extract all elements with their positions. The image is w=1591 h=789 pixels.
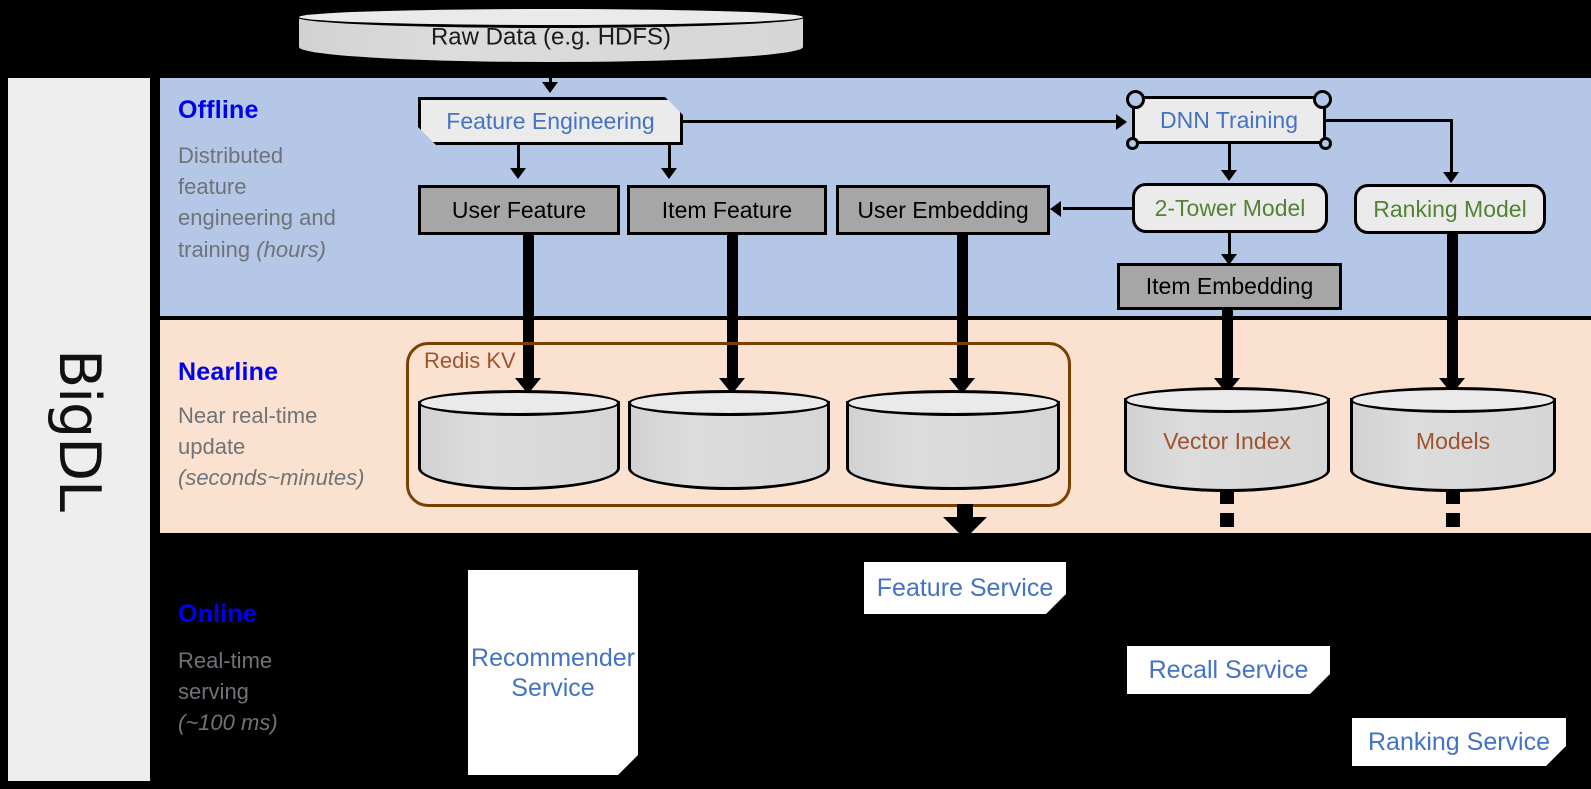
node-2-tower-model[interactable]: 2-Tower Model [1132, 183, 1328, 233]
edge-2tower-to-user-embedding [1063, 207, 1132, 210]
offline-desc-line2: feature [178, 174, 247, 200]
arrowhead-redis-to-feature-service [943, 517, 987, 539]
redis-kv-container [406, 342, 1071, 507]
band-offline-title: Offline [178, 96, 259, 124]
node-recommender-service[interactable]: Recommender Service [468, 570, 638, 775]
vector-index-label: Vector Index [1163, 427, 1291, 454]
node-ranking-model[interactable]: Ranking Model [1354, 184, 1546, 234]
recommender-service-line2: Service [511, 673, 595, 702]
offline-desc-line1: Distributed [178, 143, 284, 168]
online-desc-line1: Real-time [178, 648, 273, 673]
raw-data-label: Raw Data (e.g. HDFS) [430, 22, 672, 50]
platform-sidebar: BigDL [8, 78, 150, 781]
nearline-desc-line2: update [178, 434, 246, 460]
node-item-embedding[interactable]: Item Embedding [1117, 263, 1342, 310]
cylinder-body [1350, 398, 1556, 492]
band-online-title: Online [178, 600, 257, 628]
datastore-item-feature[interactable] [628, 390, 830, 490]
recommender-service-line1: Recommender [471, 643, 635, 672]
edge-dnn-to-ranking-h [1326, 119, 1453, 122]
models-label: Models [1415, 427, 1491, 454]
platform-name-label: BigDL [46, 348, 112, 511]
connector-vector-index-dash-1 [1220, 490, 1234, 504]
connector-redis-to-feature-service [957, 504, 973, 518]
cylinder-top [296, 6, 806, 28]
band-offline-description: Distributed feature engineering and trai… [178, 140, 413, 265]
connector-vector-index-dash-2 [1220, 513, 1234, 527]
2-tower-model-label: 2-Tower Model [1154, 194, 1306, 221]
raw-data-datastore: Raw Data (e.g. HDFS) [296, 6, 806, 65]
arrowhead-fe-to-user-feature [510, 168, 526, 179]
node-ranking-service[interactable]: Ranking Service [1352, 718, 1566, 766]
offline-desc-emphasis: (hours) [256, 236, 326, 262]
offline-desc-line3: engineering and [178, 205, 336, 231]
connector-models-dash-2 [1446, 513, 1460, 527]
arrowhead-rawdata-to-fe [542, 82, 558, 93]
edge-rawdata-to-fe [549, 64, 552, 86]
arrowhead-fe-to-item-feature [661, 168, 677, 179]
band-online-description: Real-time serving (~100 ms) [178, 645, 413, 739]
node-dnn-training[interactable]: DNN Training [1126, 90, 1332, 150]
node-user-feature[interactable]: User Feature [418, 185, 620, 235]
datastore-user-feature[interactable] [418, 390, 620, 490]
band-nearline-title: Nearline [178, 358, 279, 386]
item-embedding-label: Item Embedding [1145, 273, 1314, 299]
node-feature-service[interactable]: Feature Service [864, 562, 1066, 614]
cylinder-top [418, 390, 620, 416]
node-user-embedding[interactable]: User Embedding [836, 185, 1050, 235]
arrowhead-dnn-to-ranking [1443, 172, 1459, 183]
recommender-service-label: Recommender Service [471, 643, 635, 703]
cylinder-top [1124, 387, 1330, 413]
arrowhead-dnn-to-2tower [1221, 170, 1237, 181]
ranking-service-label: Ranking Service [1367, 728, 1551, 756]
edge-dnn-to-2tower [1228, 144, 1231, 172]
feature-service-label: Feature Service [876, 574, 1054, 602]
online-desc-line2: serving [178, 679, 249, 705]
arrowhead-2tower-to-user-embedding [1050, 201, 1061, 217]
edge-fe-to-item-feature [668, 145, 671, 171]
pipe-item-feature-to-store2 [727, 235, 738, 383]
nearline-desc-emphasis: (seconds~minutes) [178, 465, 365, 491]
online-desc-emphasis: (~100 ms) [178, 710, 278, 736]
pipe-item-embedding-to-vector-index [1222, 310, 1233, 382]
pipe-ranking-model-to-models [1447, 234, 1458, 382]
pipe-user-feature-to-store1 [523, 235, 534, 383]
datastore-models[interactable]: Models [1350, 387, 1556, 492]
nearline-desc-line1: Near real-time [178, 403, 318, 428]
arrowhead-fe-to-dnn [1116, 114, 1127, 130]
pipe-user-embedding-to-store3 [957, 235, 968, 383]
offline-desc-line4: training [178, 236, 251, 262]
cylinder-top [846, 390, 1060, 416]
edge-dnn-to-ranking-v [1450, 119, 1453, 174]
cylinder-top [1350, 387, 1556, 413]
node-item-feature[interactable]: Item Feature [627, 185, 827, 235]
recall-service-label: Recall Service [1148, 656, 1309, 684]
edge-fe-to-user-feature [517, 145, 520, 171]
user-embedding-label: User Embedding [857, 196, 1029, 223]
edge-2tower-to-item-embedding [1228, 233, 1231, 257]
item-feature-label: Item Feature [661, 196, 793, 223]
user-feature-label: User Feature [451, 196, 587, 223]
band-nearline-description: Near real-time update (seconds~minutes) [178, 400, 413, 494]
feature-engineering-label: Feature Engineering [446, 107, 655, 134]
ranking-model-label: Ranking Model [1373, 195, 1527, 222]
node-recall-service[interactable]: Recall Service [1127, 646, 1330, 694]
edge-fe-to-dnn [683, 120, 1116, 123]
datastore-user-embedding[interactable] [846, 390, 1060, 490]
node-feature-engineering[interactable]: Feature Engineering [418, 97, 683, 145]
datastore-vector-index[interactable]: Vector Index [1124, 387, 1330, 492]
dnn-training-label: DNN Training [1159, 106, 1299, 133]
arrowhead-2tower-to-item-embedding [1221, 254, 1237, 265]
connector-models-dash-1 [1446, 490, 1460, 504]
redis-kv-label: Redis KV [424, 348, 516, 373]
cylinder-top [628, 390, 830, 416]
